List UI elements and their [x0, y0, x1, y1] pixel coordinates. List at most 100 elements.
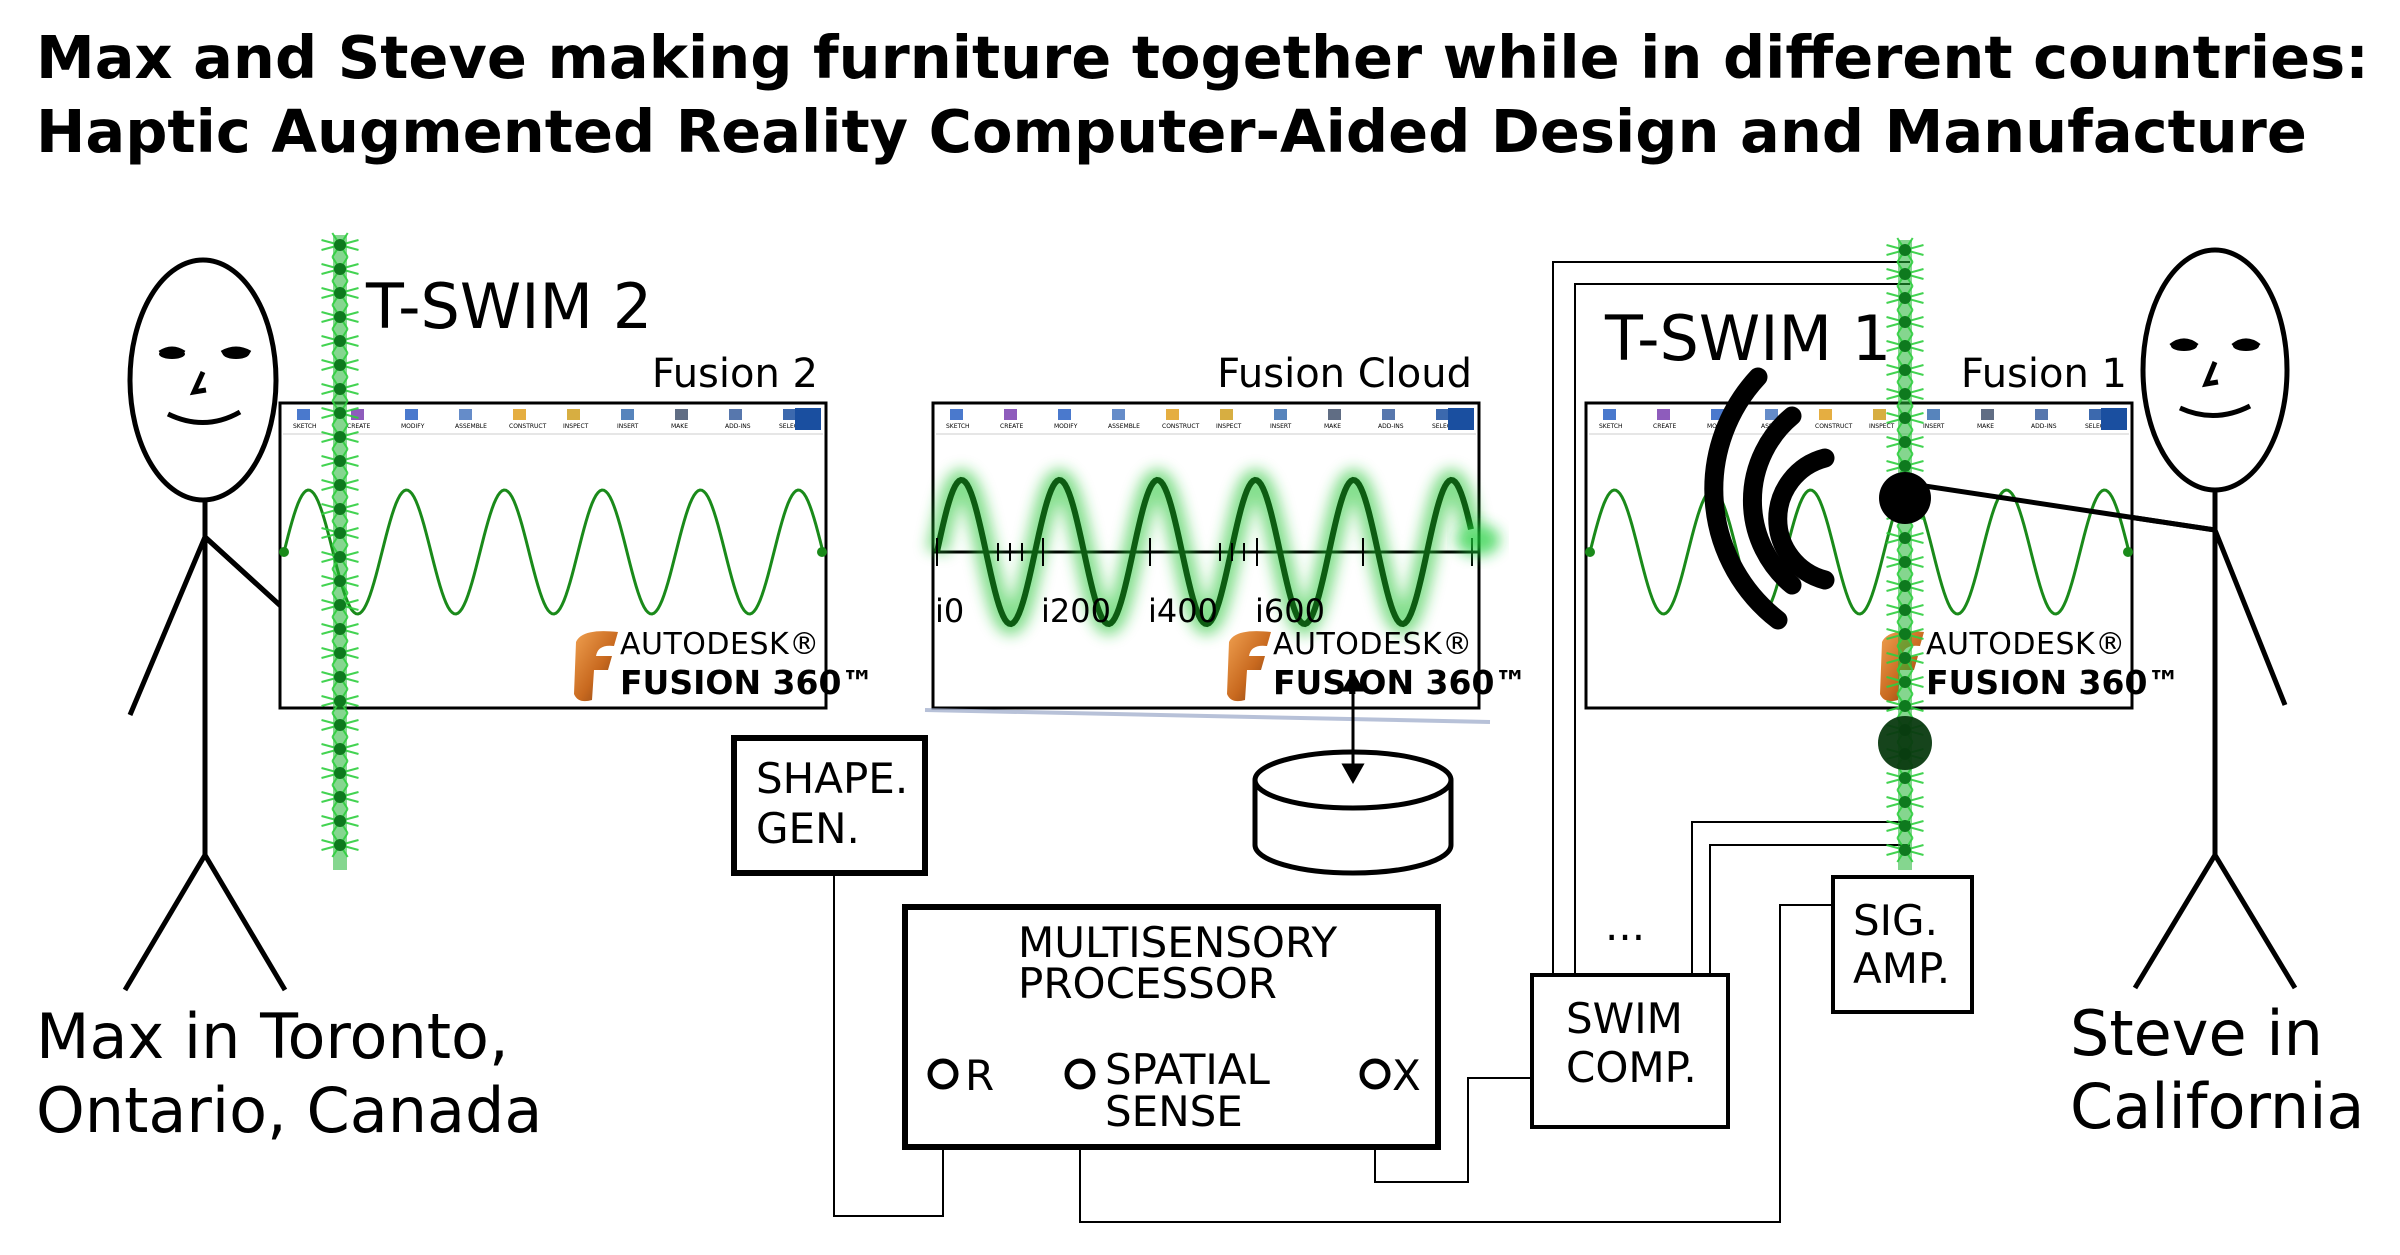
toolbar-icon-make: [1981, 409, 1994, 420]
toolbar-label-modify: MODIFY: [401, 423, 425, 430]
toolbar-icon-sketch: [1603, 409, 1616, 420]
toolbar-icon-create: [351, 409, 364, 420]
toolbar-select-highlight: [795, 408, 821, 430]
toolbar-icon-inspect: [1873, 409, 1886, 420]
toolbar-label-insert: INSERT: [1270, 423, 1292, 430]
swim-led: [321, 688, 359, 714]
processor-line-2: PROCESSOR: [1018, 959, 1277, 1008]
port-x-label: X: [1392, 1051, 1421, 1100]
port-spatial-jack: [1064, 1058, 1096, 1090]
steve-location-line-1: Steve in: [2070, 997, 2323, 1070]
swim-led: [1886, 525, 1924, 551]
toolbar-icon-modify: [1711, 409, 1724, 420]
wireless-signal-icon: [1704, 367, 1835, 630]
t-swim-1-label: T-SWIM 1: [1604, 302, 1891, 375]
swim-comp-line-2: COMP.: [1566, 1043, 1697, 1092]
toolbar-label-select: SELECT: [779, 423, 802, 430]
swim-led: [321, 496, 359, 522]
swim-led: [321, 712, 359, 738]
screen-fusion-1-label: Fusion 1: [1961, 351, 2127, 397]
axis-tick-label-200: i200: [1041, 592, 1111, 630]
fusion-f-logo-icon: [574, 631, 618, 702]
screen-base-shadow: [924, 708, 1491, 724]
swim-led: [1886, 789, 1924, 815]
wireless-signal-dot: [1879, 472, 1931, 524]
max-location-line-2: Ontario, Canada: [36, 1074, 542, 1147]
toolbar-icon-modify: [405, 409, 418, 420]
swim-led: [1886, 285, 1924, 311]
t-swim-1-handle: [1878, 716, 1932, 770]
brand-fusion-360: FUSION 360™: [620, 663, 874, 702]
toolbar-label-make: MAKE: [1324, 423, 1341, 430]
brand-autodesk: AUTODESK®: [1273, 627, 1473, 662]
steve-location-line-2: California: [2070, 1070, 2364, 1143]
toolbar-icon-make: [1328, 409, 1341, 420]
toolbar-icon-select: [783, 409, 796, 420]
toolbar-label-insert: INSERT: [1923, 423, 1945, 430]
toolbar-icon-create: [1657, 409, 1670, 420]
cloud-database-icon: [1252, 749, 1454, 876]
shape-gen-box: SHAPE. GEN.: [731, 735, 928, 876]
fusion-2-wave: [282, 488, 824, 616]
toolbar-icon-add-ins: [2035, 409, 2048, 420]
toolbar-icon-make: [675, 409, 688, 420]
swim-led: [321, 664, 359, 690]
port-spatial-line-1: SPATIAL: [1105, 1045, 1271, 1094]
toolbar-icon-construct: [1819, 409, 1832, 420]
swim-led: [321, 640, 359, 666]
swim-led: [321, 280, 359, 306]
swim-led: [321, 256, 359, 282]
t-swim-2-stick: [321, 232, 359, 870]
toolbar-icon-select: [1436, 409, 1449, 420]
swim-led: [1886, 549, 1924, 575]
toolbar-icon-insert: [621, 409, 634, 420]
swim-led: [321, 376, 359, 402]
swim-led: [321, 784, 359, 810]
toolbar-label-sketch: SKETCH: [1599, 423, 1623, 430]
steve-arm-to-swim: [1904, 480, 2216, 533]
port-spatial-line-2: SENSE: [1105, 1087, 1243, 1136]
swim-led: [1886, 621, 1924, 647]
toolbar-label-inspect: INSPECT: [1869, 423, 1895, 430]
cloud-swim-glow: [1456, 524, 1500, 556]
toolbar-label-make: MAKE: [1977, 423, 1994, 430]
swim-led: [321, 304, 359, 330]
toolbar-icon-assemble: [1112, 409, 1125, 420]
brand-autodesk: AUTODESK®: [620, 627, 820, 662]
port-x-jack: [1359, 1058, 1391, 1090]
toolbar-icon-assemble: [459, 409, 472, 420]
swim-led: [1886, 837, 1924, 863]
toolbar-label-add-ins: ADD-INS: [725, 423, 751, 430]
swim-led: [321, 592, 359, 618]
signal-wires: [833, 261, 1910, 1223]
toolbar-icon-insert: [1927, 409, 1940, 420]
multisensory-processor-box: MULTISENSORY PROCESSOR R SPATIAL SENSE X: [902, 904, 1441, 1150]
swim-led: [1886, 333, 1924, 359]
toolbar-label-add-ins: ADD-INS: [1378, 423, 1404, 430]
swim-led: [1886, 765, 1924, 791]
port-r-label: R: [965, 1051, 994, 1100]
title-line-2: Haptic Augmented Reality Computer-Aided …: [36, 97, 2307, 166]
toolbar-label-select: SELECT: [1432, 423, 1455, 430]
toolbar-icon-insert: [1274, 409, 1287, 420]
swim-led: [1886, 693, 1924, 719]
toolbar-label-create: CREATE: [1653, 423, 1676, 430]
swim-led: [1886, 357, 1924, 383]
swim-led: [321, 736, 359, 762]
toolbar-icon-sketch: [297, 409, 310, 420]
toolbar-label-make: MAKE: [671, 423, 688, 430]
toolbar-label-sketch: SKETCH: [293, 423, 317, 430]
swim-led: [321, 832, 359, 858]
title-line-1: Max and Steve making furniture together …: [36, 23, 2369, 92]
sig-amp-line-1: SIG.: [1853, 896, 1938, 945]
sig-amp-line-2: AMP.: [1853, 944, 1950, 993]
swim-led: [1886, 573, 1924, 599]
swim-led: [321, 520, 359, 546]
database-sync-arrow: [1341, 670, 1365, 785]
toolbar-icon-construct: [513, 409, 526, 420]
swim-led: [321, 424, 359, 450]
swim-led: [1886, 261, 1924, 287]
